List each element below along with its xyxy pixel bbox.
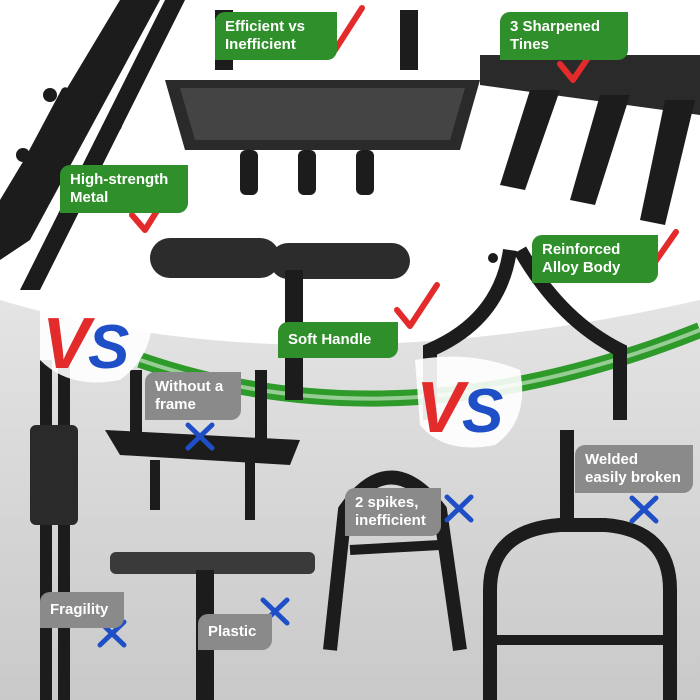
welded-handle-image [483, 430, 677, 700]
vs-badge: V S [40, 286, 152, 384]
label-two-spikes: 2 spikes,inefficient [345, 488, 441, 536]
svg-text:S: S [462, 377, 503, 446]
svg-text:V: V [416, 368, 470, 448]
tines-image [480, 55, 700, 225]
vs-badge: V S [415, 356, 523, 448]
label-soft-handle: Soft Handle [278, 322, 398, 358]
alloy-body-image [423, 246, 627, 420]
soft-handle-image [150, 238, 410, 400]
label-fragility: Fragility [40, 592, 124, 628]
label-plastic: Plastic [198, 614, 272, 650]
metal-shaft-image [0, 0, 185, 290]
plastic-handle-image [110, 552, 315, 700]
svg-text:S: S [88, 313, 129, 382]
svg-text:V: V [42, 304, 96, 384]
frameless-plate-image [105, 370, 300, 520]
